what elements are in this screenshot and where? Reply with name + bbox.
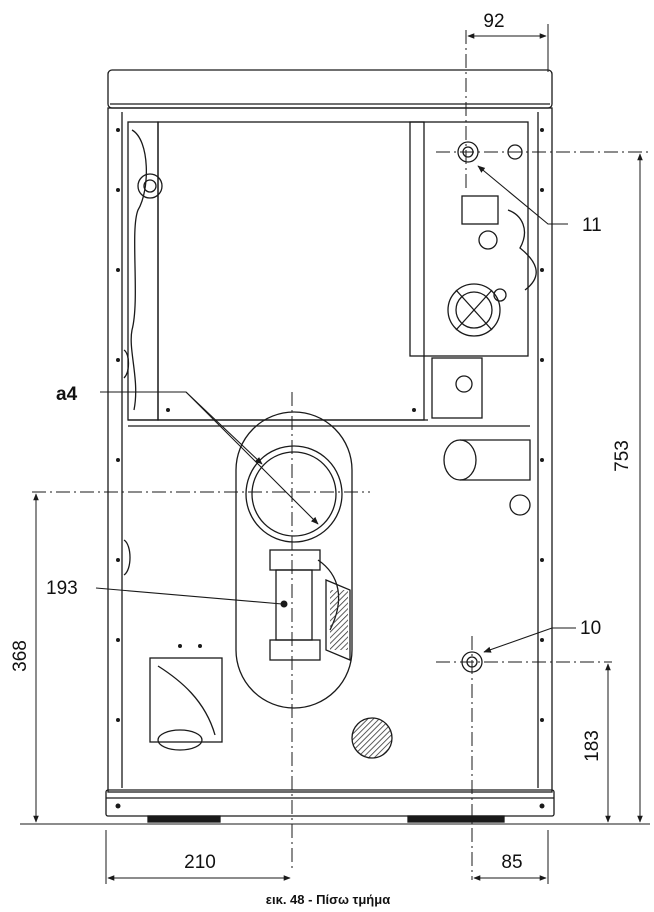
screw-dots: [115, 128, 545, 809]
callout-flue: a4: [56, 384, 78, 405]
dimension-total-height: 753: [612, 440, 633, 472]
dimension-lines: [20, 24, 650, 884]
callout-return-connection: 10: [580, 618, 601, 639]
center-lines: [32, 30, 648, 880]
dimension-return-height: 183: [582, 730, 603, 762]
boiler-outline: [105, 69, 555, 823]
leader-lines: [95, 165, 576, 653]
dimension-top-offset: 92: [483, 11, 504, 32]
dimension-drain-height: 368: [10, 640, 31, 672]
callout-flow-connection: 11: [582, 215, 602, 236]
callout-drain: 193: [46, 578, 78, 599]
dimension-right-offset: 85: [501, 852, 522, 873]
figure-caption: εικ. 48 - Πίσω τμήμα: [266, 892, 390, 907]
dimension-left-offset: 210: [184, 852, 216, 873]
